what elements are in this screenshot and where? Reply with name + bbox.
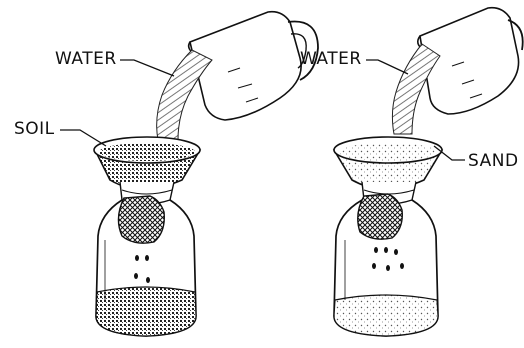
sand-label: SAND [468, 151, 519, 171]
sand-setup [334, 8, 523, 336]
soil-label: SOIL [14, 119, 55, 139]
left-funnel [94, 137, 200, 204]
left-water-label: WATER [55, 49, 117, 69]
left-water-drips [134, 255, 150, 283]
right-water-label: WATER [300, 49, 362, 69]
left-measuring-pitcher [189, 12, 318, 120]
left-mesh-bag [118, 196, 164, 243]
right-water-drips [372, 247, 404, 271]
right-mesh-bag [358, 194, 403, 239]
right-water-leader [366, 60, 408, 74]
left-water-leader [120, 60, 174, 76]
